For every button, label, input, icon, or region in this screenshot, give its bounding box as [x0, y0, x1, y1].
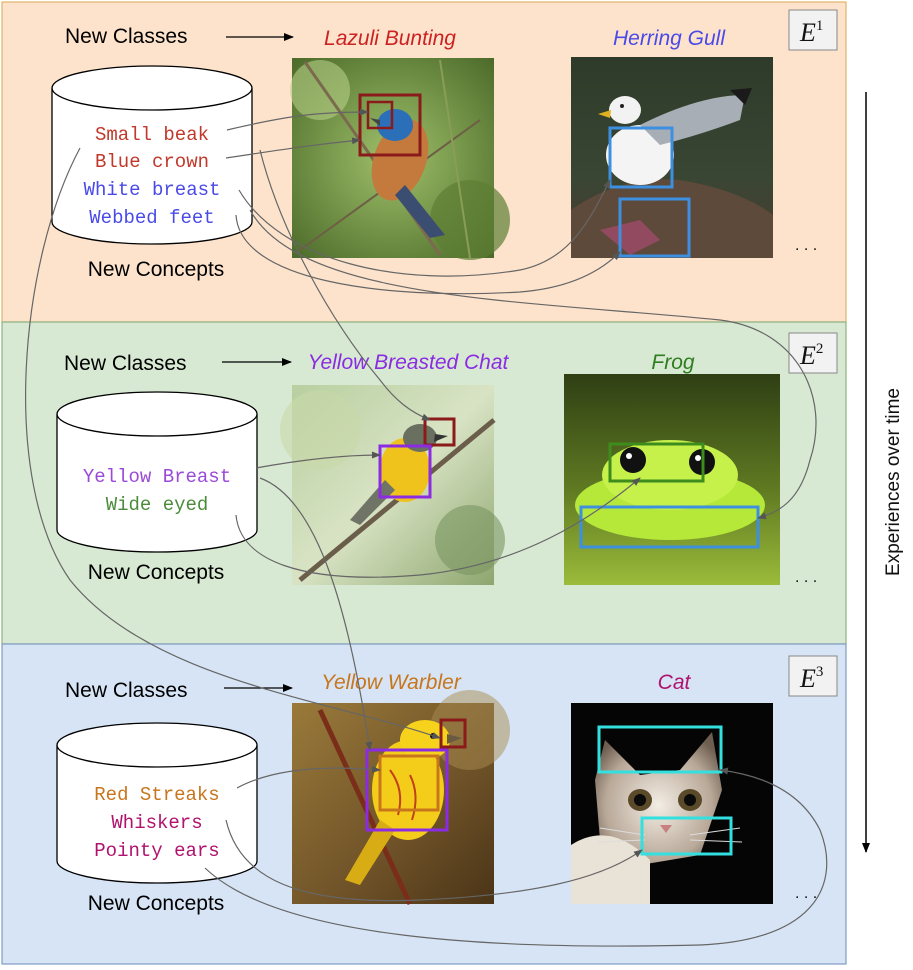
concept-connectors [25, 108, 828, 947]
svg-text:E2: E2 [799, 341, 823, 370]
connector-yellow-breast-warbler [259, 477, 373, 751]
bbox-bunting-crown [358, 93, 422, 157]
experience-label-3: E3 [788, 655, 838, 697]
concept-red-streaks: Red Streaks [94, 784, 219, 806]
connector-webbed-feet-frog [249, 209, 817, 520]
class-name-frog: Frog [651, 351, 695, 374]
concept-small-beak: Small beak [95, 124, 209, 146]
bbox-warbler-beak [439, 718, 467, 749]
bbox-cat-ears [597, 725, 723, 774]
bbox-frog-feet [579, 505, 760, 549]
more-ellipsis-1: . . . [795, 237, 817, 254]
experience-label-1: E1 [788, 9, 838, 51]
concept-pointy-ears: Pointy ears [94, 840, 219, 862]
connector-blue-crown [225, 137, 361, 159]
image-cat [571, 703, 773, 904]
new-classes-label-2: New Classes [64, 352, 187, 375]
new-concepts-label-2: New Concepts [88, 561, 225, 584]
class-name-yellow-breasted-chat: Yellow Breasted Chat [308, 351, 510, 374]
bbox-warbler-streaks [378, 754, 440, 812]
concept-whiskers: Whiskers [111, 812, 202, 834]
new-classes-label-1: New Classes [65, 25, 188, 48]
connector-small-beak-warbler [25, 147, 441, 739]
connector-whiskers [225, 819, 643, 902]
concept-store-3 [56, 722, 258, 884]
image-lazuli-bunting [290, 58, 510, 260]
concept-white-breast: White breast [84, 179, 221, 201]
concept-blue-crown: Blue crown [95, 151, 209, 173]
new-concepts-label-3: New Concepts [88, 892, 225, 915]
class-name-lazuli-bunting: Lazuli Bunting [324, 27, 456, 50]
bbox-gull-breast [608, 126, 674, 189]
time-axis-label: Experiences over time [883, 388, 904, 576]
class-name-cat: Cat [658, 671, 692, 694]
bbox-chat-breast [378, 444, 432, 499]
image-yellow-warbler [292, 690, 510, 906]
svg-text:E1: E1 [799, 18, 823, 47]
connector-pointy-ears [204, 767, 828, 947]
connector-yellow-breast [255, 451, 381, 469]
bbox-warbler-breast [365, 748, 449, 832]
new-classes-label-3: New Classes [65, 679, 188, 702]
class-name-yellow-warbler: Yellow Warbler [321, 671, 462, 694]
bbox-frog-eyes [608, 442, 705, 483]
bbox-chat-beak [423, 417, 456, 447]
connector-small-beak [226, 108, 369, 131]
connector-red-streaks [236, 765, 381, 789]
bbox-cat-whiskers [640, 816, 733, 856]
svg-text:E3: E3 [799, 664, 823, 693]
image-frog [564, 374, 780, 585]
concept-webbed-feet: Webbed feet [89, 207, 214, 229]
more-ellipsis-2: . . . [795, 569, 817, 586]
experience-label-2: E2 [788, 332, 838, 374]
concept-yellow-breast: Yellow Breast [83, 466, 231, 488]
new-concepts-label-1: New Concepts [88, 258, 225, 281]
connector-webbed-feet [235, 214, 621, 295]
connector-wide-eyed [235, 477, 641, 578]
class-name-herring-gull: Herring Gull [613, 27, 726, 50]
connector-small-beak-chat [259, 149, 431, 421]
more-ellipsis-3: . . . [795, 885, 817, 902]
image-yellow-breasted-chat [280, 385, 505, 585]
connector-white-breast [238, 179, 611, 277]
bbox-gull-feet [618, 197, 691, 258]
concept-store-1 [51, 65, 253, 245]
concept-store-2 [56, 391, 258, 553]
concept-wide-eyed: Wide eyed [106, 494, 209, 516]
